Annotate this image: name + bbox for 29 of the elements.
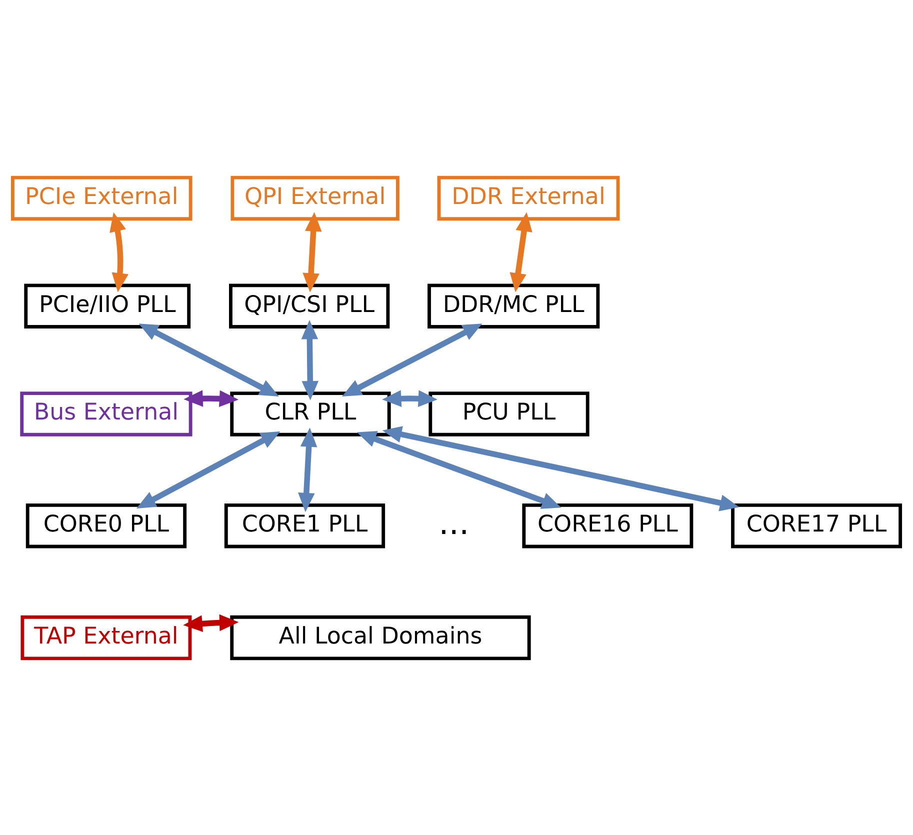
arrow	[183, 614, 239, 632]
arrow	[302, 212, 322, 292]
node-box: PCIe External	[10, 175, 192, 220]
node-box: Bus External	[20, 391, 192, 436]
arrow	[382, 390, 438, 406]
node-box: DDR/MC PLL	[428, 283, 600, 328]
arrow	[342, 323, 482, 396]
node-box: TAP External	[20, 614, 192, 660]
arrow	[184, 390, 239, 407]
arrow	[110, 212, 128, 292]
node-box: All Local Domains	[230, 614, 531, 660]
arrow	[138, 323, 279, 396]
node-box: DDR External	[437, 175, 620, 220]
arrow	[356, 430, 562, 508]
arrow	[510, 212, 532, 292]
node-box: QPI/CSI PLL	[229, 283, 390, 328]
node-box: CORE17 PLL	[731, 503, 902, 548]
arrow	[382, 426, 740, 511]
arrow	[136, 430, 280, 508]
label: ...	[438, 503, 470, 542]
node-box: CLR PLL	[230, 391, 391, 436]
node-box: CORE16 PLL	[522, 503, 694, 548]
arrow	[301, 319, 319, 400]
node-box: PCU PLL	[428, 391, 590, 436]
arrow	[298, 427, 318, 512]
node-box: QPI External	[230, 175, 400, 220]
node-box: CORE0 PLL	[26, 503, 187, 548]
node-box: CORE1 PLL	[224, 503, 386, 548]
node-box: PCIe/IIO PLL	[24, 283, 191, 328]
